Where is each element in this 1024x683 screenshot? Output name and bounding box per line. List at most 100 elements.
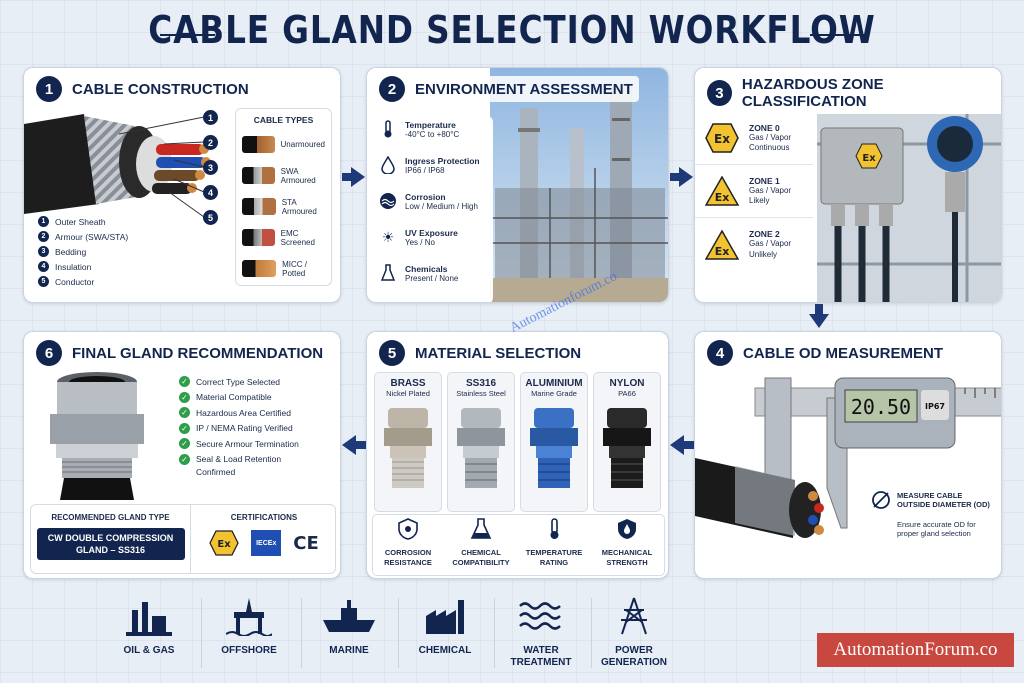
cable-type-item: STA Armoured <box>242 191 325 222</box>
ex-triangle-icon: Ex <box>705 229 739 260</box>
waves-icon <box>379 192 397 210</box>
offshore-rig-icon <box>225 598 273 637</box>
environment-factors-list: Temperature-40°C to +80°C Ingress Protec… <box>375 116 493 302</box>
panel-title: FINAL GLAND RECOMMENDATION <box>72 344 324 362</box>
title-rule-left <box>160 34 215 36</box>
junction-box-illustration: Ex <box>817 114 1001 302</box>
industry-chemical: CHEMICAL <box>400 596 490 657</box>
check-item: ✓Correct Type Selected <box>179 374 299 390</box>
flow-arrow-stem <box>356 441 366 449</box>
svg-text:Ex: Ex <box>714 132 730 146</box>
svg-text:IP67: IP67 <box>925 402 945 411</box>
recommendation-box: RECOMMENDED GLAND TYPE CW DOUBLE COMPRES… <box>30 504 336 574</box>
property-strip <box>372 514 665 576</box>
svg-text:Ex: Ex <box>862 153 876 164</box>
water-drop-icon <box>379 156 397 174</box>
measure-line-2: OUTSIDE DIAMETER (OD) <box>897 500 990 509</box>
cable-type-thumb <box>242 136 275 153</box>
callout-4: 4 <box>203 185 218 200</box>
flask-icon <box>470 518 492 539</box>
check-item: ✓IP / NEMA Rating Verified <box>179 421 299 437</box>
chemical-plant-icon <box>426 600 464 634</box>
step-number: 6 <box>36 340 62 366</box>
check-item: ✓Material Compatible <box>179 390 299 406</box>
step-number: 2 <box>379 76 405 102</box>
panel-title: CABLE OD MEASUREMENT <box>743 344 944 362</box>
step-number: 1 <box>36 76 62 102</box>
checkmark-icon: ✓ <box>179 453 190 465</box>
cable-types-box: CABLE TYPES Unarmoured SWA Armoured STA … <box>235 108 332 286</box>
gland-ss316-illustration <box>457 408 505 488</box>
diameter-icon <box>872 491 890 509</box>
panel-title: HAZARDOUS ZONE CLASSIFICATION <box>741 76 884 110</box>
sun-icon: ☀ <box>381 228 395 245</box>
industry-separator <box>591 598 592 668</box>
flow-arrow-stem <box>670 173 680 181</box>
svg-text:Ex: Ex <box>218 539 232 550</box>
check-item: ✓Seal & Load Retention <box>179 452 299 468</box>
step-number: 5 <box>379 340 405 366</box>
industry-marine: MARINE <box>304 596 394 657</box>
callout-3: 3 <box>203 160 218 175</box>
callout-numbers: 1 2 3 4 5 <box>203 110 218 225</box>
certifications: CERTIFICATIONS Ex IECEx CE <box>191 505 337 573</box>
industry-separator <box>201 598 202 668</box>
measure-line-1: MEASURE CABLE <box>897 491 963 500</box>
drop-shield-icon <box>618 519 636 539</box>
caliper-measurement-illustration: 20.50 IP67 <box>695 377 1001 538</box>
check-list: ✓Correct Type Selected ✓Material Compati… <box>179 374 299 477</box>
flow-arrow-left-icon <box>342 435 356 455</box>
panel-final-recommendation: 6 FINAL GLAND RECOMMENDATION ✓Correct Typ… <box>23 331 341 579</box>
recommended-type: RECOMMENDED GLAND TYPE CW DOUBLE COMPRES… <box>31 505 191 573</box>
svg-text:Ex: Ex <box>715 191 730 204</box>
cable-type-thumb <box>242 229 275 246</box>
gland-brass-illustration <box>384 408 432 488</box>
checkmark-icon: ✓ <box>179 407 190 419</box>
checkmark-icon: ✓ <box>179 438 190 450</box>
cable-cross-section-illustration <box>24 114 211 218</box>
svg-text:20.50: 20.50 <box>851 395 911 419</box>
step-number: 3 <box>707 80 732 106</box>
cable-type-thumb <box>242 198 276 215</box>
cable-type-item: MICC / Potted <box>242 253 325 284</box>
check-item: ✓Secure Armour Termination <box>179 436 299 452</box>
flow-arrow-down-icon <box>809 314 829 328</box>
ex-hexagon-icon: Ex <box>705 123 739 153</box>
water-waves-icon <box>519 602 561 630</box>
brand-watermark: AutomationForum.co <box>817 633 1014 667</box>
flow-arrow-left-icon <box>670 435 684 455</box>
thermometer-icon <box>379 120 397 138</box>
env-item-temperature: Temperature-40°C to +80°C <box>379 120 489 156</box>
flow-arrow-stem <box>815 304 823 314</box>
panel-title: CABLE CONSTRUCTION <box>72 80 249 98</box>
cable-types-title: CABLE TYPES <box>253 115 314 125</box>
check-item-continued: Confirmed <box>196 467 236 477</box>
industry-oil-gas: OIL & GAS <box>104 596 194 657</box>
note-line-1: Ensure accurate OD for <box>897 520 976 529</box>
title-rule-right <box>810 34 865 36</box>
measurement-note: MEASURE CABLE OUTSIDE DIAMETER (OD) Ensu… <box>871 490 997 538</box>
ship-icon <box>323 600 375 632</box>
recommended-gland-illustration <box>50 372 144 500</box>
flask-icon <box>379 264 397 282</box>
gland-nylon-illustration <box>603 408 651 488</box>
thermometer-icon <box>550 518 559 539</box>
flow-arrow-right-icon <box>351 167 365 187</box>
